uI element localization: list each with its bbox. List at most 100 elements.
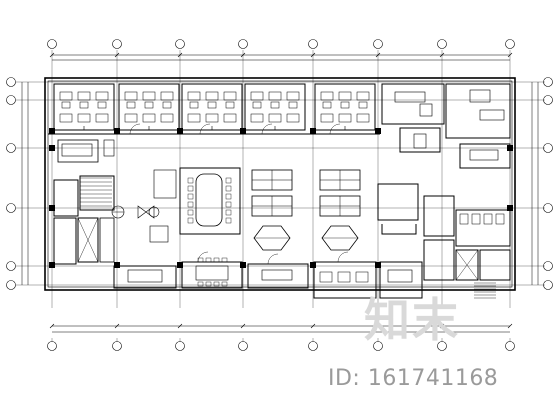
office-desk [320, 91, 334, 101]
office-chair [144, 101, 154, 109]
toilet-stall [459, 213, 469, 225]
office-chair [61, 101, 71, 109]
office-desk [142, 91, 156, 101]
manager-desk [394, 91, 426, 103]
lounge-table [149, 225, 169, 243]
office-desk [338, 91, 352, 101]
grid-column-bubble [308, 341, 318, 351]
structural-column [49, 262, 55, 268]
grid-row-bubble [543, 203, 553, 213]
dimension-tick [240, 323, 246, 329]
office-desk [205, 91, 219, 101]
meeting-room-small [399, 127, 441, 153]
reception-area [57, 139, 99, 163]
grid-column-bubble [238, 341, 248, 351]
dimension-tick [114, 52, 120, 58]
grid-column-bubble [175, 39, 185, 49]
office-desk [187, 91, 201, 101]
office-desk [59, 113, 73, 123]
office-chair [162, 101, 172, 109]
structural-column [49, 128, 55, 134]
private-office-room [314, 83, 376, 131]
office-desk [160, 91, 174, 101]
grid-column-bubble [47, 341, 57, 351]
private-office-room [53, 83, 115, 131]
structural-column [114, 128, 120, 134]
dimension-tick [310, 52, 316, 58]
toilet-stall [495, 213, 505, 225]
service-shaft [479, 249, 511, 281]
door-swing-arc [329, 123, 341, 135]
office-desk [95, 113, 109, 123]
private-office-room [118, 83, 180, 131]
stairwell [53, 179, 79, 217]
boardroom-chair [225, 177, 232, 184]
office-chair [252, 101, 262, 109]
grid-row-bubble [6, 95, 16, 105]
meeting-chair [221, 257, 228, 263]
door-swing-arc [129, 123, 141, 135]
dimension-tick [507, 323, 513, 329]
watermark-logo: 知末 [364, 293, 460, 347]
office-desk [160, 113, 174, 123]
dimension-tick [240, 52, 246, 58]
meeting-chair [205, 281, 212, 287]
grid-column-bubble [505, 341, 515, 351]
elevator-cross [77, 217, 99, 263]
private-office-room [244, 83, 306, 131]
grid-column-bubble [308, 39, 318, 49]
office-chair [225, 101, 235, 109]
dimension-tick [49, 52, 55, 58]
office-chair [322, 101, 332, 109]
exterior-wall [44, 77, 516, 291]
elevator-shaft [77, 217, 99, 263]
grid-row-bubble [543, 261, 553, 271]
boardroom-chair [225, 209, 232, 216]
office-chair [270, 101, 280, 109]
fixture-symbol [137, 205, 147, 219]
dimension-tick [177, 323, 183, 329]
structural-column [114, 262, 120, 268]
dimension-tick [507, 52, 513, 58]
office-desk [268, 113, 282, 123]
structural-column [177, 128, 183, 134]
structural-column [240, 262, 246, 268]
toilet-stall [483, 213, 493, 225]
office-chair [340, 101, 350, 109]
stair-block [79, 175, 115, 211]
dimension-tick [439, 323, 445, 329]
office-desk [187, 113, 201, 123]
structural-column [375, 262, 381, 268]
grid-row-bubble [6, 280, 16, 290]
dimension-tick [375, 52, 381, 58]
fixture-symbol [145, 205, 155, 219]
office-desk [387, 269, 413, 283]
office-desk [338, 113, 352, 123]
restroom-block [455, 209, 511, 247]
door-swing-arc [267, 253, 279, 265]
watermark-id: ID: 161741168 [328, 366, 499, 391]
meeting-room [113, 265, 177, 289]
office-chair [288, 101, 298, 109]
shaft-room [99, 217, 115, 263]
grid-column-bubble [373, 39, 383, 49]
pantry [423, 195, 455, 237]
office-desk [356, 91, 370, 101]
office-desk [77, 113, 91, 123]
meeting-chair [197, 281, 204, 287]
structural-column [49, 145, 55, 151]
boardroom-chair [187, 177, 194, 184]
manager-desk [469, 89, 491, 103]
structural-column [177, 262, 183, 268]
grid-row-bubble [543, 77, 553, 87]
office-desk [77, 91, 91, 101]
boardroom-chair [225, 185, 232, 192]
structural-column [507, 205, 513, 211]
elevator-lobby [423, 239, 455, 281]
office-desk [286, 113, 300, 123]
meeting-table [413, 133, 427, 149]
office-chair [126, 101, 136, 109]
elevator-shaft [455, 249, 479, 281]
office-desk [124, 91, 138, 101]
grid-row-bubble [6, 261, 16, 271]
